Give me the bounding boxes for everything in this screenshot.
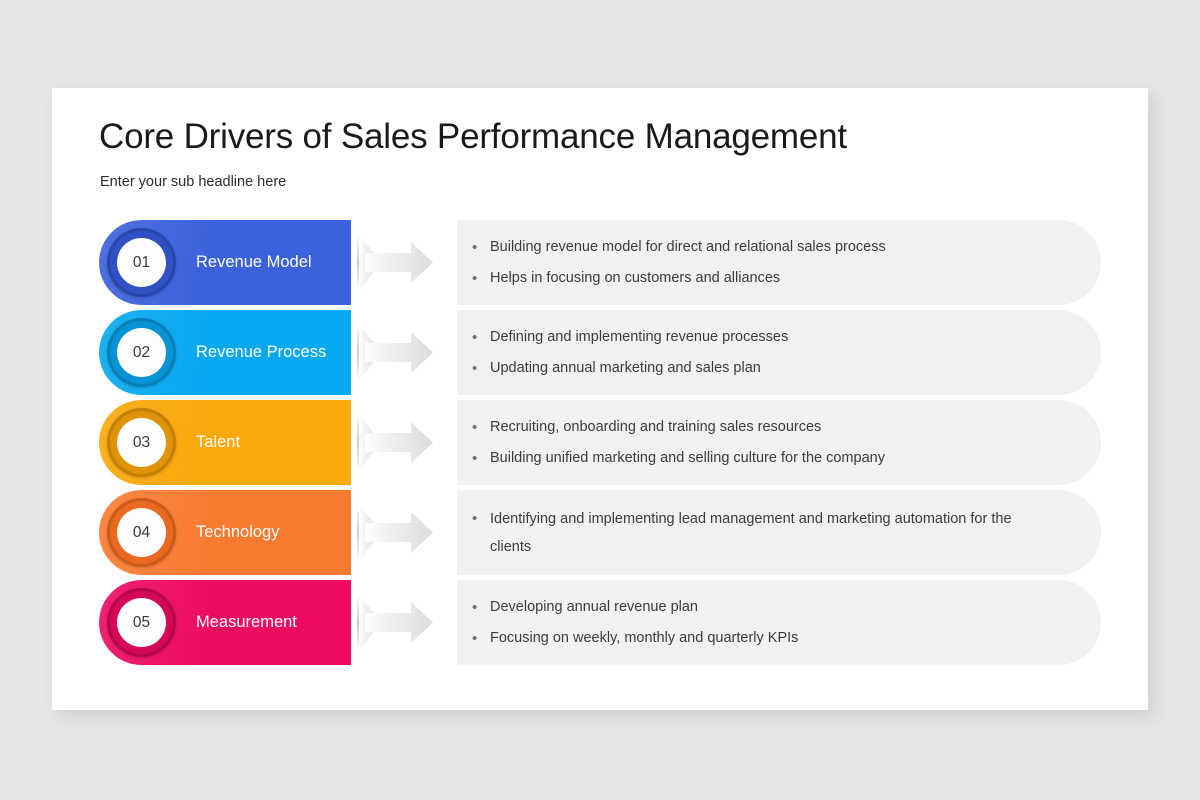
driver-row: 05 Measurement • Developing annual revenue … [99,580,1101,665]
driver-title: Measurement [196,613,297,631]
arrow-right-icon [351,400,451,485]
arrow-right-icon [351,220,451,305]
detail-panel: • Recruiting, onboarding and training sal… [457,400,1101,485]
page-subtitle: Enter your sub headline here [100,174,287,190]
detail-bullet: • Defining and implementing revenue proce… [472,322,1055,353]
detail-bullet: • Helps in focusing on customers and alli… [472,263,1055,294]
arrow-column [351,220,457,305]
page-title: Core Drivers of Sales Performance Manage… [99,117,847,156]
detail-bullet: • Updating annual marketing and sales pla… [472,353,1055,384]
detail-bullet-text: Recruiting, onboarding and training sale… [490,418,822,435]
driver-title: Revenue Model [196,253,312,271]
driver-pill[interactable]: 05 Measurement [99,580,351,665]
arrow-right-icon [351,580,451,665]
detail-bullet-text: Updating annual marketing and sales plan [490,359,761,376]
detail-panel: • Building revenue model for direct and r… [457,220,1101,305]
step-number-badge: 04 [107,498,176,567]
detail-bullet-text: Identifying and implementing lead manage… [490,510,1012,555]
driver-row-list: 01 Revenue Model • Building revenue model f… [99,220,1101,670]
step-number-badge: 01 [107,228,176,297]
driver-pill[interactable]: 01 Revenue Model [99,220,351,305]
driver-row: 02 Revenue Process • Defining and implement… [99,310,1101,395]
detail-bullet: • Building revenue model for direct and r… [472,232,1055,263]
detail-panel: • Defining and implementing revenue proce… [457,310,1101,395]
arrow-column [351,580,457,665]
detail-bullet: • Recruiting, onboarding and training sal… [472,412,1055,443]
step-number-badge: 02 [107,318,176,387]
detail-panel: • Identifying and implementing lead manag… [457,490,1101,575]
step-number-label: 01 [117,238,166,287]
bullet-dot-icon: • [472,629,478,647]
step-number-label: 05 [117,598,166,647]
detail-bullet-text: Helps in focusing on customers and allia… [490,269,781,286]
bullet-dot-icon: • [472,509,478,527]
slide-surface: Core Drivers of Sales Performance Manage… [52,88,1148,710]
step-number-label: 02 [117,328,166,377]
detail-bullet: • Identifying and implementing lead manag… [472,503,1055,563]
driver-title: Revenue Process [196,343,327,361]
driver-row: 01 Revenue Model • Building revenue model f… [99,220,1101,305]
arrow-column [351,310,457,395]
bullet-dot-icon: • [472,449,478,467]
bullet-dot-icon: • [472,418,478,436]
driver-row: 03 Talent • Recruiting, onboarding and trai… [99,400,1101,485]
bullet-dot-icon: • [472,359,478,377]
driver-title: Talent [196,433,241,451]
driver-title: Technology [196,523,280,541]
bullet-dot-icon: • [472,598,478,616]
driver-pill[interactable]: 04 Technology [99,490,351,575]
detail-bullet: • Developing annual revenue plan [472,592,1055,623]
detail-bullet: • Focusing on weekly, monthly and quarter… [472,623,1055,654]
driver-pill[interactable]: 03 Talent [99,400,351,485]
arrow-right-icon [351,490,451,575]
bullet-dot-icon: • [472,328,478,346]
detail-bullet-text: Building unified marketing and selling c… [490,449,885,466]
driver-row: 04 Technology • Identifying and implementin… [99,490,1101,575]
bullet-dot-icon: • [472,269,478,287]
step-number-label: 04 [117,508,166,557]
driver-pill[interactable]: 02 Revenue Process [99,310,351,395]
step-number-badge: 03 [107,408,176,477]
step-number-label: 03 [117,418,166,467]
arrow-column [351,400,457,485]
detail-bullet-text: Defining and implementing revenue proces… [490,328,789,345]
bullet-dot-icon: • [472,238,478,256]
arrow-column [351,490,457,575]
arrow-right-icon [351,310,451,395]
detail-bullet-text: Focusing on weekly, monthly and quarterl… [490,629,799,646]
detail-bullet: • Building unified marketing and selling … [472,443,1055,474]
detail-panel: • Developing annual revenue plan • Focusing… [457,580,1101,665]
detail-bullet-text: Building revenue model for direct and re… [490,238,886,255]
detail-bullet-text: Developing annual revenue plan [490,598,698,615]
step-number-badge: 05 [107,588,176,657]
